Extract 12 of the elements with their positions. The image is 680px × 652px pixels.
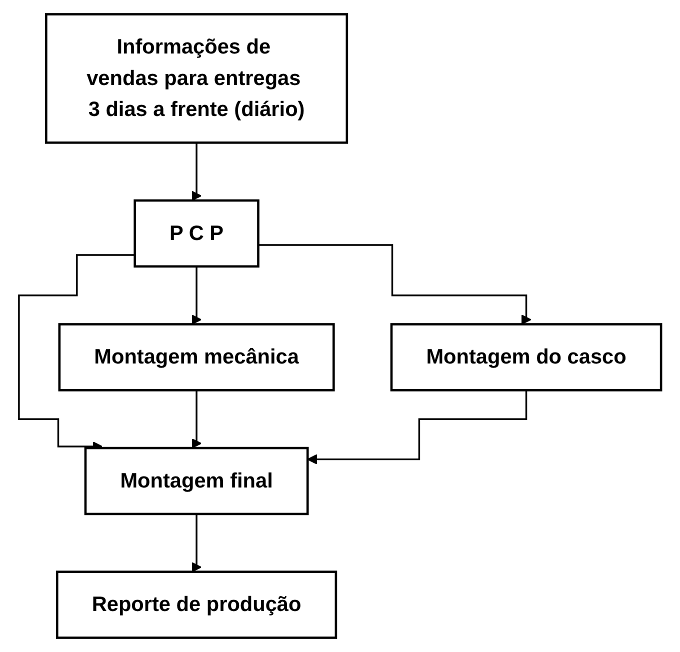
node-box: Reporte de produção <box>56 570 338 639</box>
node-box: Montagem do casco <box>390 323 662 392</box>
arrow <box>191 142 202 201</box>
node-box: Informações de vendas para entregas 3 dias a frente (diário) <box>45 13 348 144</box>
arrow <box>258 244 532 325</box>
arrow <box>191 513 202 572</box>
arrow <box>191 266 202 325</box>
arrow <box>191 389 202 448</box>
node-box: Montagem mecânica <box>58 323 335 392</box>
arrow <box>307 389 528 464</box>
node-box: Montagem final <box>84 446 309 516</box>
node-box: P C P <box>134 199 260 268</box>
